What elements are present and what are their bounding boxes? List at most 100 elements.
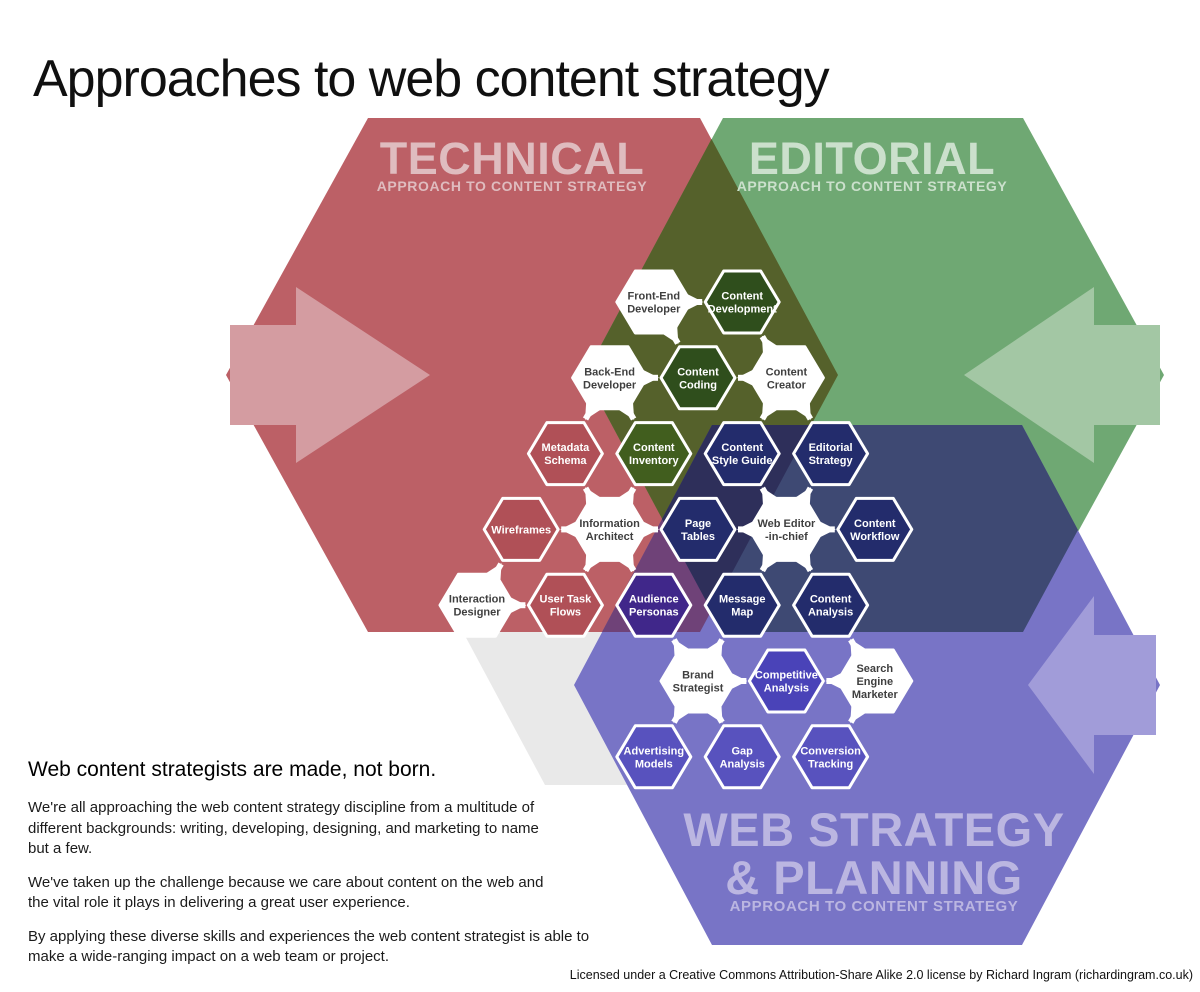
node-label: Advertising [624, 745, 685, 757]
node-hexagon [747, 648, 825, 714]
node-label: Editorial [809, 442, 853, 454]
node-label: Content [633, 442, 675, 454]
footer-paragraph: We're all approaching the web content st… [28, 799, 539, 857]
node-hexagon [659, 345, 737, 411]
node-hexagon [836, 648, 914, 714]
node-label: Front-End [628, 291, 681, 303]
connector-arrow-sem-ct [848, 705, 866, 724]
connector-arrow-bs-am [671, 705, 689, 724]
node-label: Analysis [764, 683, 809, 695]
node-hexagon [615, 421, 693, 487]
node-hexagon [571, 345, 649, 411]
node-hexagon [659, 496, 737, 562]
node-label: Inventory [629, 455, 679, 467]
connector-arrow-we-ca [795, 553, 814, 573]
node-hexagon [526, 421, 604, 487]
node-label: Schema [544, 455, 587, 467]
node-label: Page [685, 518, 711, 530]
node-label: Content [721, 442, 763, 454]
footer-paragraph: By applying these diverse skills and exp… [28, 927, 590, 966]
node-hexagon [703, 421, 781, 487]
webstrategy-title-line1: WEB STRATEGY [683, 803, 1064, 856]
node-label: Message [719, 594, 765, 606]
node-hexagon [571, 496, 649, 562]
node-hexagon [747, 496, 825, 562]
node-label: Search [856, 663, 893, 675]
hidden-hexagon [463, 632, 627, 785]
node-label: User Task [540, 594, 593, 606]
connector-arrow-ia-msch [582, 486, 601, 506]
node-label: Creator [767, 379, 807, 391]
node-hexagon [482, 496, 560, 562]
webstrategy-inward-arrow-icon [1028, 596, 1156, 774]
technical-subtitle: APPROACH TO CONTENT STRATEGY [377, 178, 648, 194]
node-label: Marketer [852, 689, 899, 701]
node-label: Personas [629, 607, 679, 619]
node-label: Architect [586, 531, 634, 543]
node-label: Models [635, 758, 673, 770]
license-attribution: Licensed under a Creative Commons Attrib… [569, 968, 1193, 982]
connector-arrow-ia-ap [619, 553, 637, 573]
node-label: Interaction [449, 594, 506, 606]
node-hexagon [659, 648, 737, 714]
connector-arrow-bs-mm [707, 638, 725, 657]
node-hexagon [792, 724, 870, 790]
node-label: Wireframes [491, 524, 551, 536]
node-label: Web Editor [757, 518, 816, 530]
technical-inward-arrow-icon [230, 287, 430, 463]
node-hexagon [836, 496, 914, 562]
node-hexagon [526, 572, 604, 638]
node-wf: Wireframes [482, 496, 560, 562]
node-label: Content [810, 594, 852, 606]
node-label: Analysis [720, 758, 765, 770]
connector-arrow-bs-ap [671, 638, 689, 657]
node-hexagon [615, 572, 693, 638]
node-hexagon [703, 269, 781, 335]
connector-arrow-idz-wf [486, 562, 504, 581]
page-title: Approaches to web content strategy [33, 49, 830, 108]
connector-arrow-sem-ca [848, 638, 866, 657]
node-hexagon [703, 572, 781, 638]
node-label: Coding [679, 379, 717, 391]
node-we: Web Editor-in-chief [747, 496, 825, 562]
connector-arrow-fed-ccod [663, 326, 681, 345]
footer-heading: Web content strategists are made, not bo… [28, 758, 437, 781]
node-label: Developer [583, 379, 637, 391]
node-label: Information [579, 518, 640, 530]
node-label: Brand [682, 670, 714, 682]
node-label: Tracking [808, 758, 853, 770]
overlap-all [662, 425, 811, 611]
editorial-title: EDITORIAL [749, 133, 995, 184]
node-label: Back-End [584, 366, 635, 378]
connector-arrow-ccre-csg [759, 402, 777, 421]
node-hexagon [792, 421, 870, 487]
node-hexagon [703, 724, 781, 790]
technical-title: TECHNICAL [380, 133, 644, 184]
node-label: Competitive [755, 670, 818, 682]
node-label: Content [721, 291, 763, 303]
node-label: Style Guide [712, 455, 773, 467]
connector-arrow-we-csg [759, 486, 777, 506]
